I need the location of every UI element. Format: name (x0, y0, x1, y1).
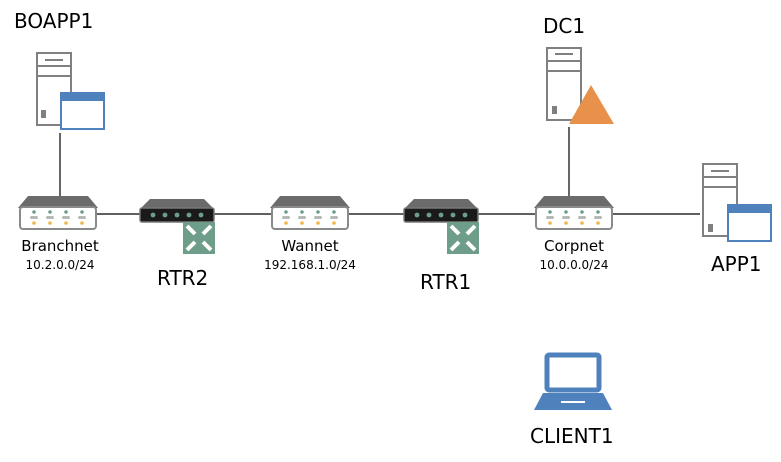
links (59, 127, 700, 215)
dc1-server-icon[interactable] (546, 47, 614, 124)
client1-label: CLIENT1 (530, 424, 614, 448)
warning-triangle-icon (569, 85, 614, 124)
rtr1-label: RTR1 (420, 270, 472, 294)
wannet-subnet: 192.168.1.0/24 (264, 258, 356, 272)
rtr2-label: RTR2 (157, 266, 209, 290)
rtr1-router-icon[interactable] (402, 197, 481, 256)
dc1-label: DC1 (543, 14, 586, 38)
boapp1-label: BOAPP1 (14, 9, 94, 33)
app-window-icon (60, 92, 105, 130)
client1-laptop-icon[interactable] (534, 352, 612, 410)
wannet-label: Wannet (281, 237, 339, 255)
corpnet-subnet: 10.0.0.0/24 (539, 258, 609, 272)
corpnet-switch-icon[interactable] (533, 195, 615, 230)
app1-label: APP1 (711, 252, 762, 276)
branchnet-label: Branchnet (21, 237, 99, 255)
app-window-icon (727, 204, 772, 242)
boapp1-server-icon[interactable] (36, 52, 105, 130)
app1-server-icon[interactable] (702, 163, 772, 242)
rtr2-router-icon[interactable] (138, 197, 217, 256)
corpnet-label: Corpnet (544, 237, 604, 255)
branchnet-switch-icon[interactable] (17, 195, 99, 230)
wannet-switch-icon[interactable] (269, 195, 351, 230)
branchnet-subnet: 10.2.0.0/24 (25, 258, 95, 272)
